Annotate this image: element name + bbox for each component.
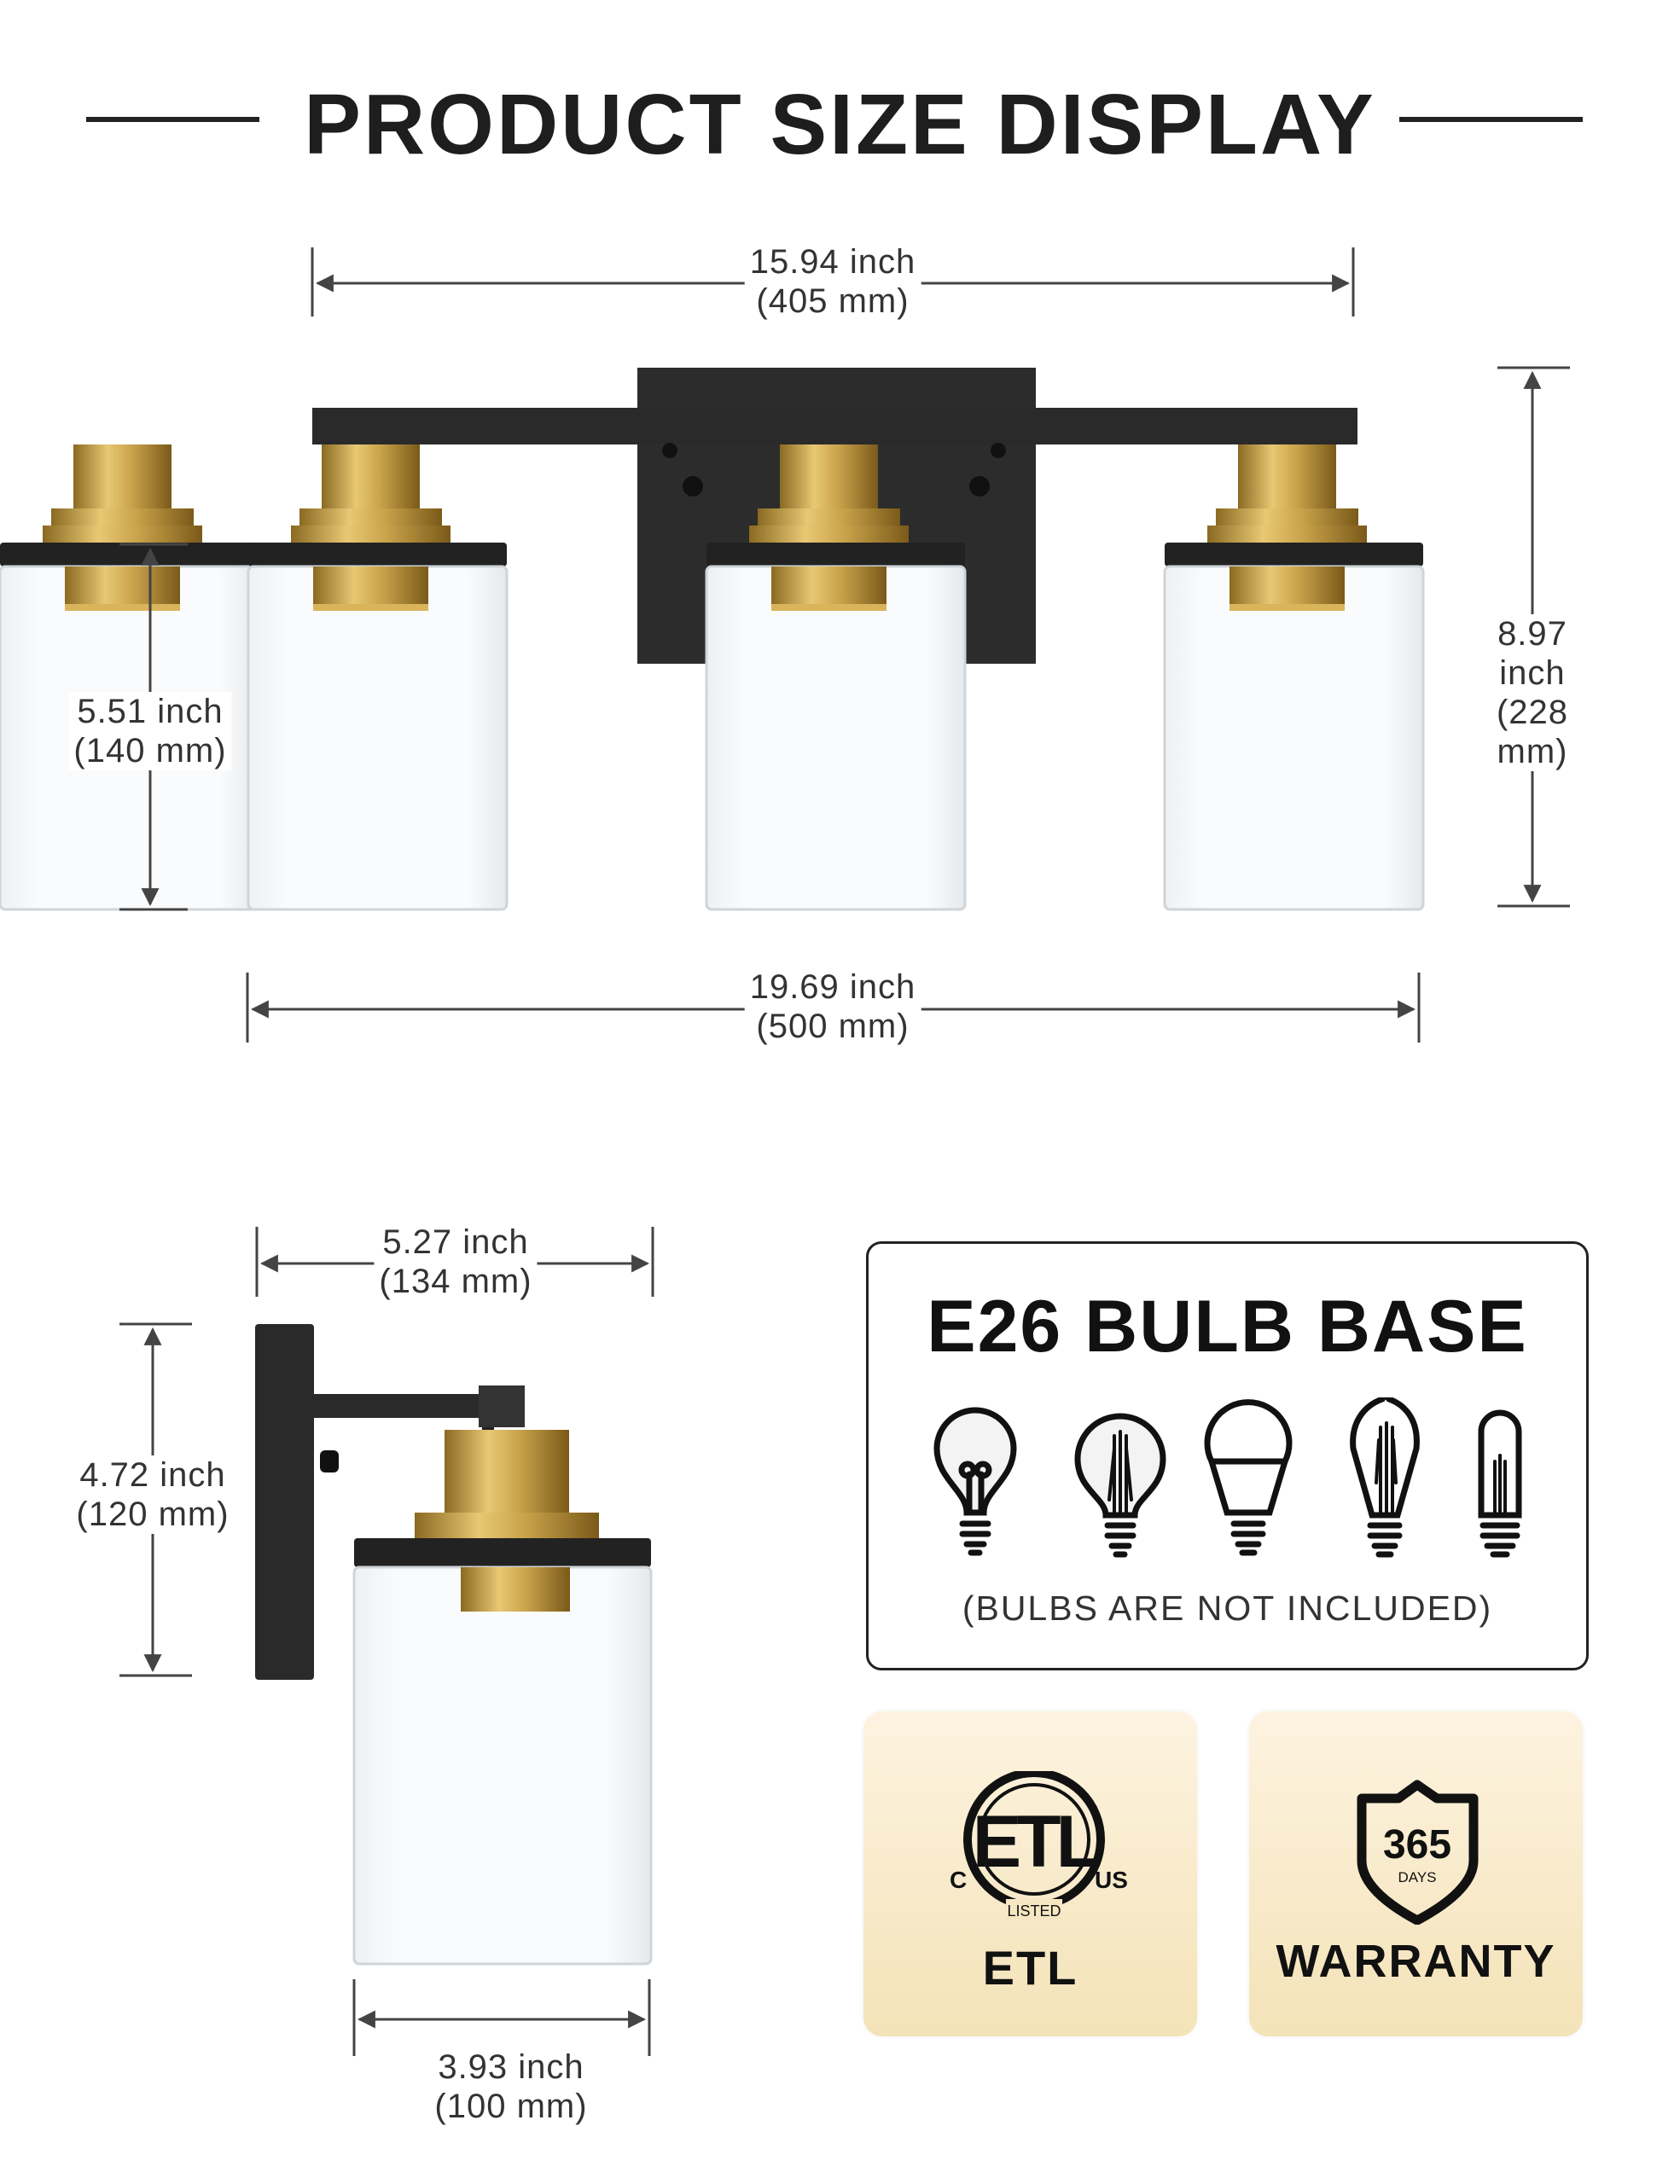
etl-label: ETL (982, 1941, 1078, 1995)
dim-total-width-inch: 19.69 inch (749, 968, 916, 1006)
dim-extension-mm: (134 mm) (379, 1263, 532, 1300)
warranty-badge-card: 365 DAYS WARRANTY (1249, 1711, 1583, 2036)
dim-shade-diameter-mm: (100 mm) (434, 2088, 588, 2125)
warranty-days-number: 365 (1383, 1822, 1451, 1867)
svg-text:US: US (1095, 1867, 1128, 1893)
led-bulb-icon (1204, 1399, 1293, 1556)
bulb-icons (933, 1397, 1522, 1558)
dim-total-height: 8.97 inch (228 mm) (1458, 614, 1607, 771)
svg-text:LISTED: LISTED (1007, 1902, 1061, 1920)
dim-backplate-height-mm: (120 mm) (76, 1496, 230, 1533)
a19-bulb-icon (933, 1407, 1017, 1556)
dim-top-width-inch: 15.94 inch (749, 243, 916, 281)
t10-tubular-bulb-icon (1478, 1409, 1522, 1558)
g25-filament-bulb-icon (1074, 1413, 1166, 1558)
dim-shade-height-mm: (140 mm) (73, 732, 227, 770)
svg-text:C: C (950, 1867, 967, 1893)
dim-shade-height: 5.51 inch (140 mm) (68, 692, 232, 770)
dim-shade-height-inch: 5.51 inch (77, 693, 224, 730)
dim-backplate-height-inch: 4.72 inch (79, 1456, 226, 1494)
front-view-fixture (0, 368, 1425, 911)
dim-backplate-height: 4.72 inch (120 mm) (71, 1455, 235, 1534)
dim-shade-diameter-inch: 3.93 inch (438, 2048, 584, 2086)
warranty-days-unit: DAYS (1398, 1869, 1436, 1885)
bulbs-not-included-note: (BULBS ARE NOT INCLUDED) (962, 1589, 1493, 1628)
title-rule-right (1399, 117, 1583, 122)
dim-shade-diameter: 3.93 inch (100 mm) (429, 2048, 593, 2126)
dim-total-height-mm: (228 mm) (1496, 694, 1569, 770)
dim-top-width-mm: (405 mm) (756, 282, 910, 320)
dim-extension: 5.27 inch (134 mm) (374, 1223, 538, 1301)
warranty-label: WARRANTY (1276, 1936, 1556, 1987)
shield-icon: 365 DAYS (1357, 1780, 1479, 1925)
side-view-fixture (255, 1324, 653, 1966)
title-rule-left (86, 117, 259, 122)
svg-text:ETL: ETL (973, 1801, 1099, 1883)
dim-total-height-inch: 8.97 inch (1497, 615, 1567, 692)
st64-edison-bulb-icon (1350, 1397, 1420, 1558)
dim-extension-inch: 5.27 inch (382, 1223, 529, 1261)
page-title: PRODUCT SIZE DISPLAY (304, 77, 1376, 172)
dim-total-width: 19.69 inch (500 mm) (744, 967, 921, 1046)
dim-top-width: 15.94 inch (405 mm) (744, 242, 921, 321)
bulb-base-panel: E26 BULB BASE (866, 1241, 1589, 1670)
bulb-base-title: E26 BULB BASE (927, 1286, 1528, 1368)
etl-listed-logo: ETL C US LISTED (950, 1771, 1128, 1920)
dim-total-width-mm: (500 mm) (756, 1008, 910, 1045)
etl-badge-card: ETL C US LISTED ETL (863, 1711, 1197, 2036)
